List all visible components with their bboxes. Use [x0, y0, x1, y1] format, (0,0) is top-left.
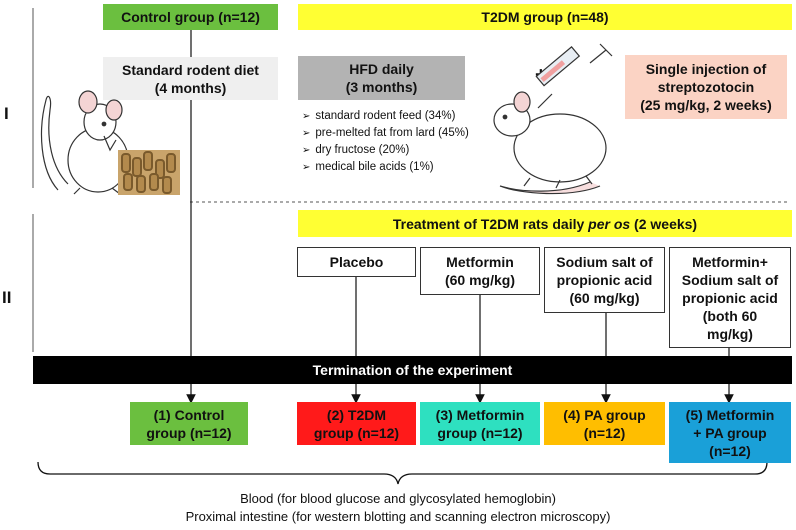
final-group-pa: (4) PA group (n=12): [544, 402, 665, 445]
injection-box: Single injection of streptozotocin (25 m…: [625, 55, 787, 119]
metformin-box: Metformin (60 mg/kg): [420, 247, 540, 295]
treatment-text: Treatment of T2DM rats daily: [392, 215, 589, 232]
sodium-propionate-box: Sodium salt of propionic acid (60 mg/kg): [544, 247, 665, 313]
final-group-metformin: (3) Metformin group (n=12): [420, 402, 540, 445]
final-group-metformin-pa: (5) Metformin + PA group (n=12): [669, 402, 791, 463]
treatment-banner: Treatment of T2DM rats daily per os (2 w…: [298, 210, 792, 237]
final-group-t2dm: (2) T2DM group (n=12): [297, 402, 416, 445]
treatment-duration: (2 weeks): [630, 215, 698, 232]
footer-notes: Blood (for blood glucose and glycosylate…: [0, 490, 796, 526]
hfd-item: pre-melted fat from lard (45%): [302, 125, 502, 142]
phase-two-label: II: [2, 288, 12, 307]
hfd-composition-list: standard rodent feed (34%) pre-melted fa…: [302, 108, 502, 176]
phase-one-label: I: [4, 104, 9, 123]
plus-sign: +: [535, 64, 547, 86]
hfd-item: medical bile acids (1%): [302, 159, 502, 176]
combination-box: Metformin+ Sodium salt of propionic acid…: [669, 247, 791, 348]
termination-bar: Termination of the experiment: [33, 356, 792, 384]
hfd-box: HFD daily (3 months): [298, 56, 465, 100]
control-group-header: Control group (n=12): [103, 4, 278, 30]
footer-line-intestine: Proximal intestine (for western blotting…: [185, 509, 611, 524]
footer-line-blood: Blood (for blood glucose and glycosylate…: [240, 491, 556, 506]
final-group-control: (1) Control group (n=12): [130, 402, 248, 445]
treatment-route: per os: [588, 215, 631, 232]
t2dm-group-header: T2DM group (n=48): [298, 4, 792, 30]
placebo-box: Placebo: [297, 247, 416, 277]
hfd-item: dry fructose (20%): [302, 142, 502, 159]
standard-diet-box: Standard rodent diet (4 months): [103, 57, 278, 100]
hfd-item: standard rodent feed (34%): [302, 108, 502, 125]
bottom-brace: [37, 461, 768, 485]
